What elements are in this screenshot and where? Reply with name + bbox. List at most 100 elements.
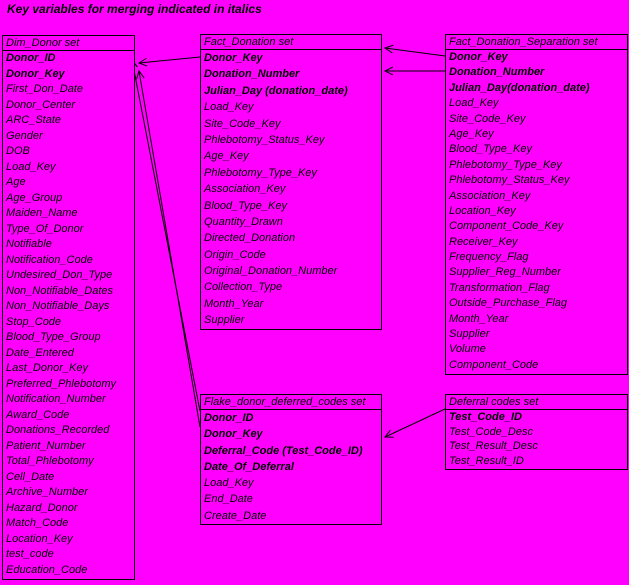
field-end-date: End_Date [204,493,253,506]
field-test-code-desc: Test_Code_Desc [449,425,533,438]
field-association-key: Association_Key [204,183,286,196]
field-test-code-id: Test_Code_ID [449,411,522,423]
field-load-key: Load_Key [204,477,254,490]
field-donor-key: Donor_Key [204,428,263,441]
field-education-code: Education_Code [6,563,88,576]
field-phlebotomy-type-key: Phlebotomy_Type_Key [204,166,317,179]
field-total-phlebotomy: Total_Phlebotomy [6,455,94,467]
field-test-code: test_code [6,548,54,560]
field-phlebotomy-status-key: Phlebotomy_Status_Key [204,133,325,146]
field-julian-day-donation-date: Julian_Day (donation_date) [204,84,348,97]
field-cell-date: Cell_Date [6,470,55,483]
arrow-flake-donorkey-to-dimdonor [139,71,201,428]
field-preferred-phlebotomy: Preferred_Phlebotomy [6,377,117,390]
field-last-donor-key: Last_Donor_Key [6,362,88,374]
field-origin-code: Origin_Code [204,248,266,261]
field-load-key: Load_Key [204,101,254,114]
entity-deferral-codes-title: Deferral codes set [446,395,627,410]
field-undesired-don-type: Undesired_Don_Type [6,269,113,281]
field-donation-number: Donation_Number [204,68,300,81]
field-donor-key: Donor_Key [6,67,65,80]
field-donor-key: Donor_Key [449,51,508,63]
legend-note: Key variables for merging indicated in i… [7,2,262,16]
field-create-date: Create_Date [204,509,267,522]
entity-dim-donor-title: Dim_Donor set [3,36,134,51]
field-supplier: Supplier [449,328,490,341]
field-age-key: Age_Key [449,127,494,140]
entity-fact-donation-separation-title: Fact_Donation_Separation set [446,35,627,50]
field-phlebotomy-status-key: Phlebotomy_Status_Key [449,174,570,187]
field-maiden-name: Maiden_Name [6,207,78,219]
field-non-notifiable-days: Non_Notifiable_Days [6,300,110,312]
field-location-key: Location_Key [449,204,516,217]
arrow-separation-donorkey-to-factdonation [385,48,446,57]
field-original-donation-number: Original_Donation_Number [204,265,338,278]
field-test-result-desc: Test_Result_Desc [449,440,538,453]
field-arc-state: ARC_State [6,114,62,126]
field-supplier-reg-number: Supplier_Reg_Number [449,266,561,279]
entity-flake-donor-deferred-codes-title: Flake_donor_deferred_codes set [201,395,381,410]
field-non-notifiable-dates: Non_Notifiable_Dates [6,284,114,297]
field-gender: Gender [6,129,43,142]
field-patient-number: Patient_Number [6,439,86,452]
field-receiver-key: Receiver_Key [449,235,518,248]
arrow-deferralcodes-to-flake [385,408,446,437]
field-donations-recorded: Donations_Recorded [6,424,110,436]
field-archive-number: Archive_Number [6,486,88,498]
field-blood-type-group: Blood_Type_Group [6,331,101,343]
field-hazard-donor: Hazard_Donor [6,501,78,514]
field-donor-center: Donor_Center [6,98,76,111]
field-load-key: Load_Key [449,97,499,110]
arrow-flake-donorid-to-dimdonor [132,60,201,412]
field-frequency-flag: Frequency_Flag [449,251,529,264]
field-deferral-code-test-code-id: Deferral_Code (Test_Code_ID) [204,444,363,457]
field-directed-donation: Directed_Donation [204,232,296,245]
field-site-code-key: Site_Code_Key [449,112,526,125]
field-load-key: Load_Key [6,160,56,173]
field-notifiable: Notifiable [6,238,52,250]
field-association-key: Association_Key [449,189,531,202]
field-component-code-key: Component_Code_Key [449,220,564,233]
field-blood-type-key: Blood_Type_Key [449,143,532,156]
field-donor-id: Donor_ID [204,412,254,424]
field-volume: Volume [449,343,486,356]
field-date-of-deferral: Date_Of_Deferral [204,460,294,473]
field-blood-type-key: Blood_Type_Key [204,199,287,212]
field-date-entered: Date_Entered [6,346,74,359]
field-month-year: Month_Year [449,312,509,325]
field-phlebotomy-type-key: Phlebotomy_Type_Key [449,158,562,171]
field-dob: DOB [6,145,30,157]
field-donor-key: Donor_Key [204,52,263,64]
field-site-code-key: Site_Code_Key [204,117,281,130]
field-donor-id: Donor_ID [6,52,56,64]
field-age: Age [6,176,26,188]
field-award-code: Award_Code [6,408,70,421]
field-quantity-drawn: Quantity_Drawn [204,215,283,228]
field-supplier: Supplier [204,314,245,327]
field-notification-code: Notification_Code [6,253,93,266]
field-month-year: Month_Year [204,297,264,310]
field-first-don-date: First_Don_Date [6,83,84,95]
field-age-key: Age_Key [204,150,249,163]
field-location-key: Location_Key [6,532,73,545]
field-match-code: Match_Code [6,517,69,529]
field-stop-code: Stop_Code [6,315,62,328]
field-type-of-donor: Type_Of_Donor [6,222,84,235]
field-test-result-id: Test_Result_ID [449,455,524,468]
field-donation-number: Donation_Number [449,66,545,79]
field-component-code: Component_Code [449,358,539,371]
field-outside-purchase-flag: Outside_Purchase_Flag [449,297,568,310]
entity-fact-donation-title: Fact_Donation set [201,35,381,50]
field-notification-number: Notification_Number [6,393,106,405]
field-age-group: Age_Group [6,191,63,204]
